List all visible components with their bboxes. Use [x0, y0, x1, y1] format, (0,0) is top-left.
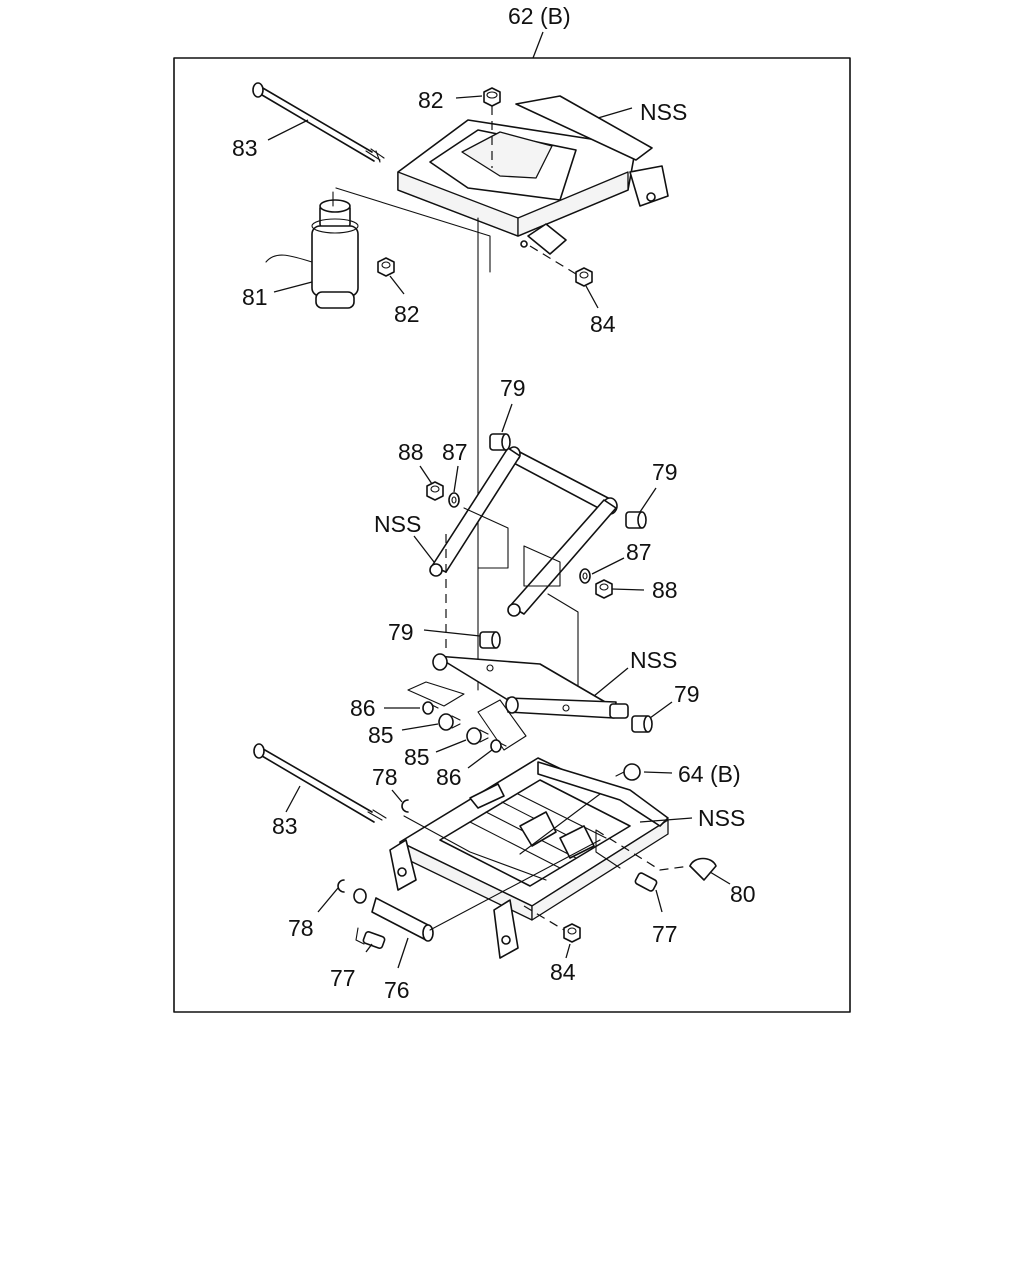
- bolt-86-a: [422, 701, 439, 715]
- label-79-c: 79: [388, 619, 414, 645]
- label-87-a: 87: [442, 439, 468, 465]
- pin-77-left: [362, 930, 386, 950]
- diagram-frame: [173, 57, 851, 1013]
- arm-guide-right: [547, 593, 579, 705]
- hidden-box-link-right: [477, 699, 527, 751]
- bushing-79-b: [625, 511, 647, 529]
- leader-lines: [267, 95, 731, 969]
- label-76: 76: [384, 977, 410, 1003]
- bushing-79-d: [631, 715, 653, 733]
- label-79-a: 79: [500, 375, 526, 401]
- top-rod-83: [252, 82, 385, 163]
- label-81: 81: [242, 284, 268, 310]
- label-85-a: 85: [368, 722, 394, 748]
- label-82-top: 82: [418, 87, 444, 113]
- guide-top-left: [335, 187, 491, 273]
- nut-82-top: [483, 87, 501, 107]
- pin-77-right: [634, 872, 658, 892]
- assembly-label: 62 (B): [508, 3, 571, 29]
- hidden-box-link-left: [407, 681, 465, 707]
- hidden-box-mid-right: [523, 545, 561, 587]
- label-nss-lower: NSS: [630, 647, 677, 673]
- nut-88-a: [426, 481, 444, 501]
- label-78-b: 78: [288, 915, 314, 941]
- label-77-right: 77: [652, 921, 678, 947]
- label-78-a: 78: [372, 764, 398, 790]
- clip-78-b: [337, 879, 345, 893]
- label-77-left: 77: [330, 965, 356, 991]
- guide-bottom-pin: [595, 829, 691, 871]
- clip-80: [689, 857, 717, 881]
- shaft-76: [353, 888, 434, 942]
- label-86-a: 86: [350, 695, 376, 721]
- label-85-b: 85: [404, 744, 430, 770]
- nut-84-bottom-path: [523, 905, 565, 931]
- bolt-85-a: [438, 713, 461, 731]
- label-79-b: 79: [652, 459, 678, 485]
- base-frame-nss: [389, 757, 669, 959]
- nut-84-top: [575, 267, 593, 287]
- label-nss-mid: NSS: [374, 511, 421, 537]
- bushing-79-c: [479, 631, 501, 649]
- washer-87-a: [448, 492, 460, 508]
- assembly-leader: [532, 31, 544, 59]
- guide-bottom-clip: [403, 815, 547, 881]
- label-nss-base: NSS: [698, 805, 745, 831]
- bottom-rod-83: [253, 743, 387, 823]
- nut-84-top-path: [529, 245, 577, 275]
- label-nss-top: NSS: [640, 99, 687, 125]
- label-79-d: 79: [674, 681, 700, 707]
- guide-bottom-shaft: [429, 839, 601, 931]
- washer-87-b: [579, 568, 591, 584]
- label-83-bottom: 83: [272, 813, 298, 839]
- solenoid-81: [265, 191, 359, 309]
- label-84-bottom: 84: [550, 959, 576, 985]
- clip-78-a: [401, 799, 409, 813]
- guide-bottom-left-pin: [355, 927, 365, 945]
- bolt-64b: [615, 763, 641, 781]
- label-83-top: 83: [232, 135, 258, 161]
- label-86-b: 86: [436, 764, 462, 790]
- label-80: 80: [730, 881, 756, 907]
- label-64b: 64 (B): [678, 761, 741, 787]
- label-82-mid: 82: [394, 301, 420, 327]
- guide-bottom-64b: [519, 793, 601, 855]
- label-88-a: 88: [398, 439, 424, 465]
- label-84-top: 84: [590, 311, 616, 337]
- nut-82-mid: [377, 257, 395, 277]
- label-87-b: 87: [626, 539, 652, 565]
- upper-frame-nss: [397, 95, 669, 255]
- bolt-85-b: [466, 727, 489, 745]
- nut-88-b: [595, 579, 613, 599]
- upper-arm-left: [429, 447, 521, 577]
- lower-link-right: [505, 696, 629, 719]
- bushing-79-a: [489, 433, 511, 451]
- bolt-86-b: [490, 739, 507, 753]
- guide-bottom-box: [595, 829, 621, 869]
- nut-84-bottom: [563, 923, 581, 943]
- label-88-b: 88: [652, 577, 678, 603]
- hidden-box-mid-left: [463, 507, 509, 569]
